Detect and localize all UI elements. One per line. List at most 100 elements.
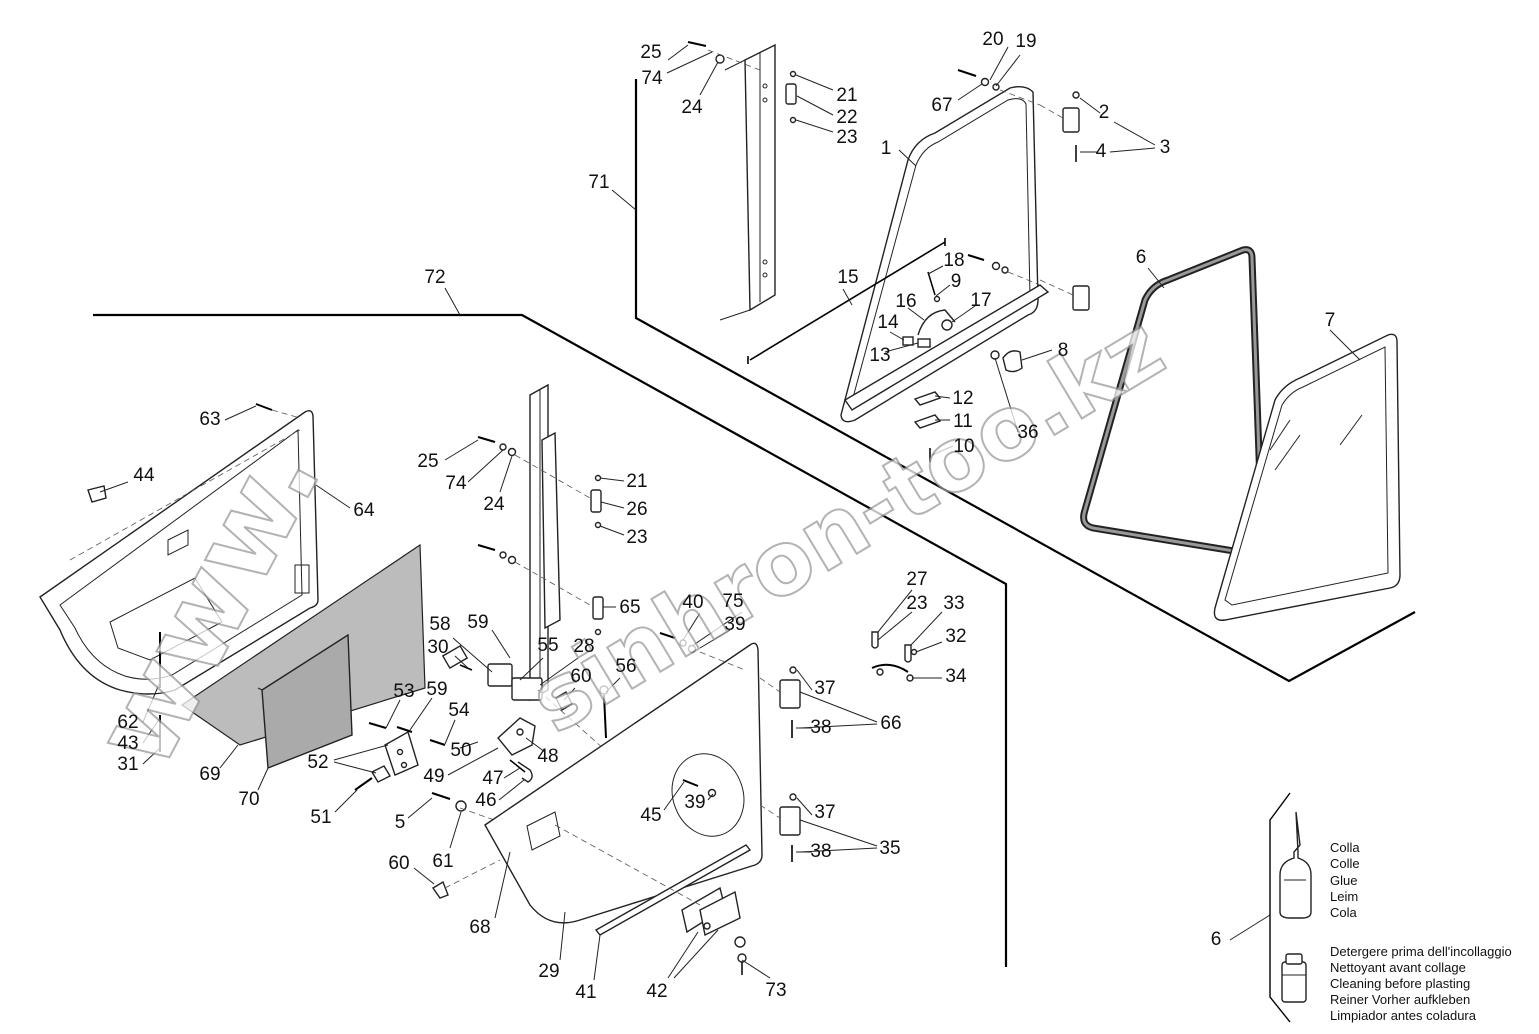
callout-label: 47 (482, 768, 503, 789)
callout-label: 30 (427, 637, 448, 658)
frame-72 (93, 313, 1008, 967)
callout-label: 39 (724, 614, 745, 635)
leader-lines (99, 44, 1361, 981)
callout-label: 46 (475, 790, 496, 811)
callout-label: 45 (640, 805, 661, 826)
trim-panels-69-70 (180, 543, 426, 769)
callout-label: 20 (982, 29, 1003, 50)
callout-label: 67 (931, 95, 952, 116)
callout-label: 72 (424, 267, 445, 288)
callout-label: 16 (895, 291, 916, 312)
callout-label: 66 (880, 713, 901, 734)
callout-label: 24 (681, 97, 703, 118)
callout-label: 6 (1211, 929, 1222, 950)
callout-label: 21 (836, 85, 857, 106)
callout-label: 8 (1058, 340, 1069, 361)
callout-label: 4 (1096, 141, 1107, 162)
frame-71 (634, 79, 1416, 683)
callout-label: 12 (952, 388, 973, 409)
callout-label: 56 (615, 656, 636, 677)
legend-cleaner-fr: Nettoyant avant collage (1330, 960, 1466, 975)
lower-cab-pillar (477, 383, 604, 702)
legend-glue-bottle-icon (1279, 811, 1312, 919)
callout-label: 73 (765, 980, 786, 1001)
window-glass-7 (1213, 333, 1401, 621)
callout-label: 48 (537, 746, 558, 767)
callout-label: 60 (570, 666, 591, 687)
callout-label: 25 (640, 42, 661, 63)
callout-label: 74 (641, 68, 663, 89)
callout-label: 44 (133, 465, 155, 486)
legend-cleaner-de: Reiner Vorher aufkleben (1330, 992, 1470, 1007)
legend-glue-fr: Colle (1330, 856, 1360, 871)
callout-label: 50 (450, 740, 471, 761)
callout-label: 31 (117, 754, 138, 775)
callout-label: 59 (426, 679, 447, 700)
callout-label: 28 (573, 636, 594, 657)
callout-label: 23 (626, 527, 647, 548)
callout-label: 22 (836, 107, 857, 128)
callout-label: 17 (970, 290, 991, 311)
callout-label: 34 (945, 666, 967, 687)
latch-parts-27-34 (871, 631, 918, 682)
callout-label: 60 (388, 853, 409, 874)
callout-label: 10 (953, 436, 974, 457)
callout-label: 55 (537, 635, 558, 656)
callout-label: 24 (483, 494, 505, 515)
watermark-site: sinhron-too.kz (513, 295, 1181, 753)
callout-label: 18 (943, 250, 964, 271)
callout-label: 9 (951, 271, 962, 292)
callout-label: 32 (945, 626, 966, 647)
callout-label: 15 (837, 267, 858, 288)
legend-cleaner-it: Detergere prima dell'incollaggio (1330, 944, 1512, 959)
legend-cleaner-text: Detergere prima dell'incollaggio Nettoya… (1330, 944, 1512, 1023)
callout-label: 3 (1160, 137, 1171, 158)
callout-label: 14 (877, 312, 899, 333)
upper-cab-pillar (687, 41, 797, 321)
callout-label: 65 (619, 597, 640, 618)
callout-label: 13 (869, 345, 890, 366)
callout-label: 42 (646, 981, 667, 1002)
callout-label: 21 (626, 471, 647, 492)
legend-glue-es: Cola (1330, 905, 1358, 920)
callout-label: 26 (626, 499, 647, 520)
callout-label: 43 (117, 733, 138, 754)
callout-label: 23 (836, 127, 857, 148)
callout-label: 19 (1015, 31, 1036, 52)
callout-label: 58 (429, 614, 450, 635)
callout-label: 36 (1017, 422, 1038, 443)
outer-door-panel-68 (484, 632, 801, 975)
legend-bracket (1269, 792, 1291, 1023)
callout-label: 37 (814, 802, 835, 823)
callout-label: 71 (588, 172, 609, 193)
callout-label: 68 (469, 917, 490, 938)
legend-glue-it: Colla (1330, 840, 1360, 855)
callout-label: 62 (117, 712, 138, 733)
callout-label: 51 (310, 807, 331, 828)
upper-window-frame (747, 69, 1090, 462)
callout-label: 1 (881, 138, 892, 159)
callout-label: 37 (814, 678, 835, 699)
lock-mechanism (354, 644, 609, 899)
callout-label: 54 (448, 700, 470, 721)
inner-door-panel-64 (39, 403, 319, 752)
callout-label: 35 (879, 838, 900, 859)
callout-label: 25 (417, 451, 438, 472)
callout-label: 41 (575, 982, 596, 1003)
callout-label: 11 (953, 411, 973, 432)
legend-cleaner-es: Limpiador antes coladura (1330, 1008, 1477, 1023)
callout-label: 33 (943, 593, 964, 614)
callout-label: 74 (445, 473, 467, 494)
callout-label: 75 (722, 591, 743, 612)
callout-label: 53 (393, 681, 414, 702)
callout-label: 23 (906, 593, 927, 614)
callout-label: 49 (423, 766, 444, 787)
callout-label: 27 (906, 569, 927, 590)
callout-label: 61 (432, 851, 453, 872)
callout-label: 7 (1325, 310, 1336, 331)
callout-label: 63 (199, 409, 220, 430)
callout-label: 29 (538, 961, 559, 982)
